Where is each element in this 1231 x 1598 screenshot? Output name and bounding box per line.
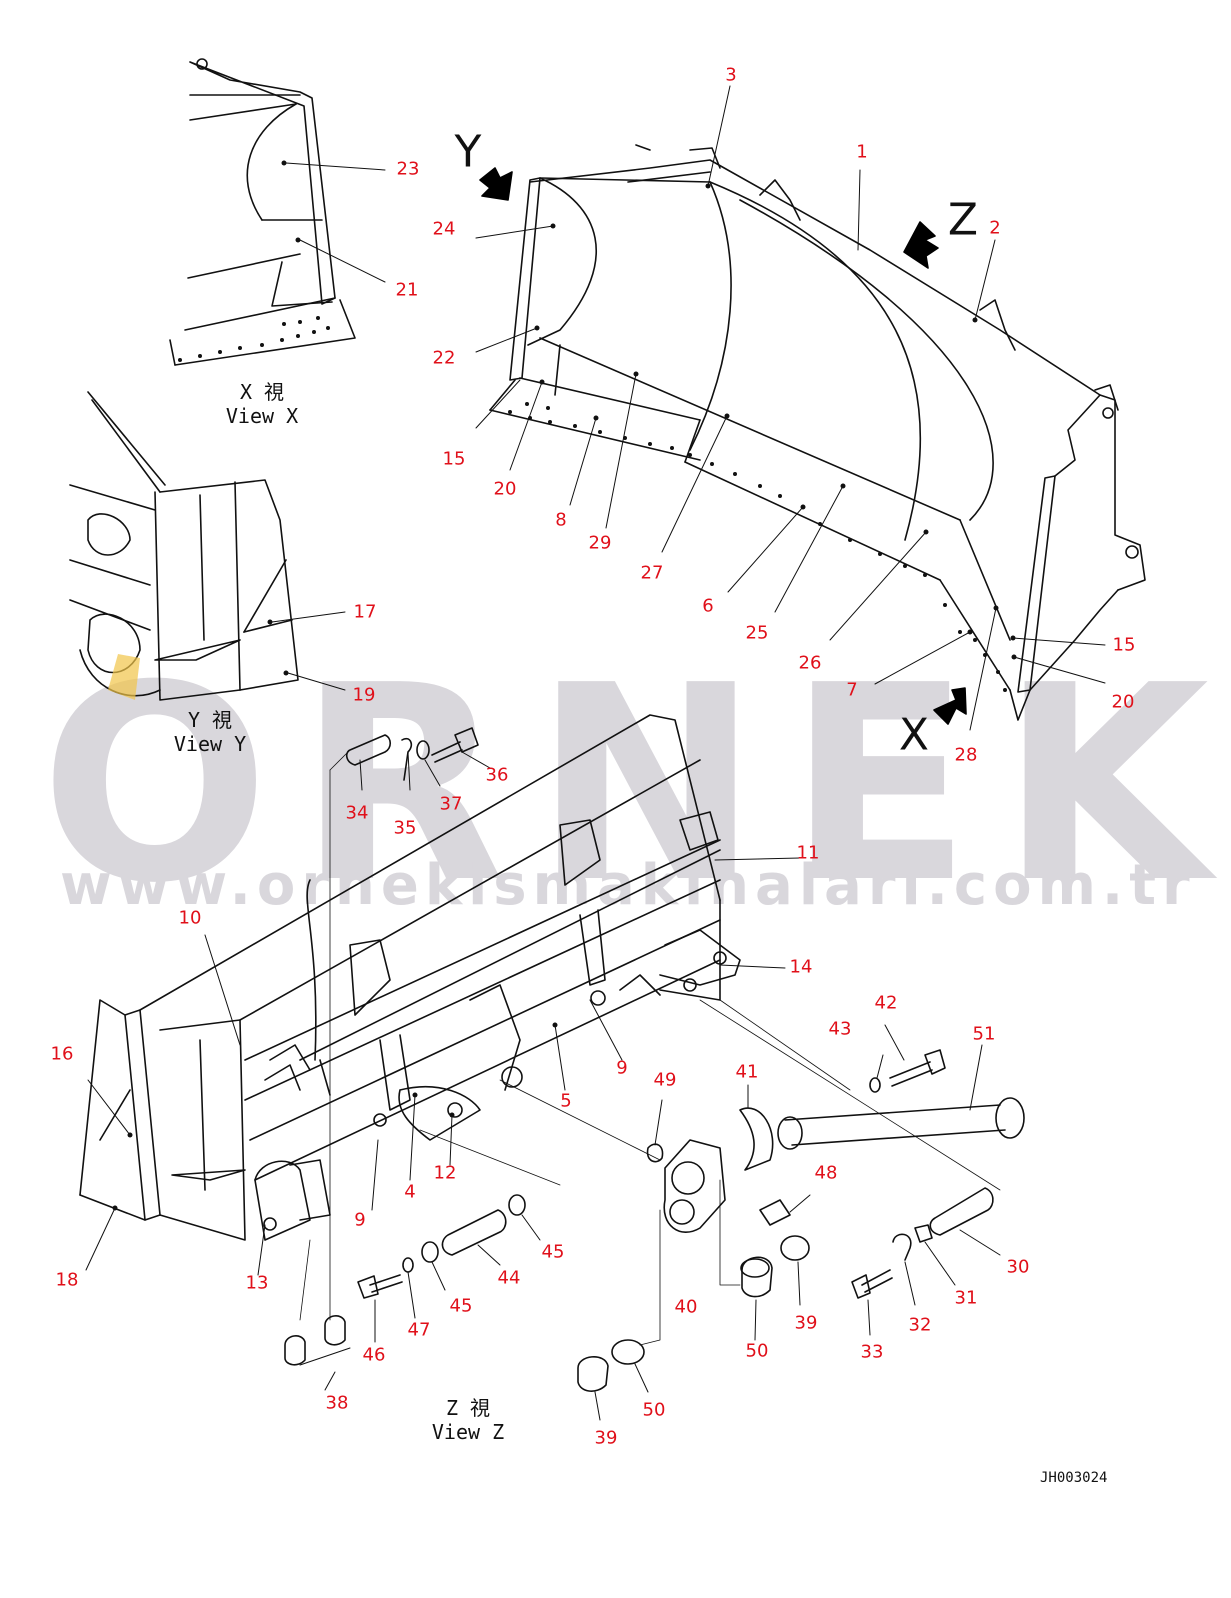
callout-50-bottom: 50 <box>642 1399 666 1421</box>
drawing-code: JH003024 <box>1040 1470 1108 1486</box>
callout-36: 36 <box>485 764 509 786</box>
view-z-kanji: Z 視 <box>445 1396 491 1420</box>
callout-21: 21 <box>395 279 419 301</box>
callout-15-right: 15 <box>1112 634 1136 656</box>
callout-1: 1 <box>856 141 868 163</box>
callout-24: 24 <box>432 218 456 240</box>
callout-23: 23 <box>396 158 420 180</box>
view-x-caption: X 視 View X <box>226 380 298 428</box>
callout-22: 22 <box>432 347 456 369</box>
callout-29: 29 <box>588 532 612 554</box>
view-y-title: View Y <box>173 732 247 756</box>
watermark-logo: ORNEK <box>40 627 1231 942</box>
view-y-kanji: Y 視 <box>187 708 233 732</box>
callout-39-bottom: 39 <box>594 1427 618 1449</box>
view-arrow-letter-z: Z <box>947 194 979 246</box>
watermark-url: www.ornekismakinalari.com.tr <box>60 853 1196 918</box>
callout-50-right: 50 <box>745 1340 769 1362</box>
callout-30: 30 <box>1006 1256 1030 1278</box>
callout-16: 16 <box>50 1043 74 1065</box>
view-x-detail <box>169 58 386 366</box>
callout-18: 18 <box>55 1269 79 1291</box>
callout-41: 41 <box>735 1061 759 1083</box>
view-x-title: View X <box>225 404 299 428</box>
view-y-detail <box>69 391 346 701</box>
callout-37: 37 <box>439 793 463 815</box>
view-arrow-letter-x: X <box>898 709 930 761</box>
callout-13: 13 <box>245 1272 269 1294</box>
callout-35: 35 <box>393 817 417 839</box>
loose-parts <box>284 727 1025 1421</box>
callout-6: 6 <box>702 595 714 617</box>
callout-46: 46 <box>362 1344 386 1366</box>
view-y-caption: Y 視 View Y <box>174 708 246 756</box>
callout-8: 8 <box>555 509 567 531</box>
callout-28: 28 <box>954 744 978 766</box>
callout-32: 32 <box>908 1314 932 1336</box>
callout-42: 42 <box>874 992 898 1014</box>
callout-17: 17 <box>353 601 377 623</box>
main-bucket <box>475 85 1146 731</box>
callout-11: 11 <box>796 842 820 864</box>
callout-20-left: 20 <box>493 478 517 500</box>
callout-31: 31 <box>954 1287 978 1309</box>
callout-7: 7 <box>846 679 858 701</box>
callout-45-left: 45 <box>449 1295 473 1317</box>
callout-45-right: 45 <box>541 1241 565 1263</box>
callout-2: 2 <box>989 217 1001 239</box>
callout-25: 25 <box>745 622 769 644</box>
view-z-assembly <box>79 714 1001 1346</box>
callout-38: 38 <box>325 1392 349 1414</box>
callout-9-lower: 9 <box>354 1209 366 1231</box>
callout-4: 4 <box>404 1181 416 1203</box>
callout-26: 26 <box>798 652 822 674</box>
view-arrow-letter-y: Y <box>454 126 482 178</box>
callout-27: 27 <box>640 562 664 584</box>
callout-10: 10 <box>178 907 202 929</box>
callout-51: 51 <box>972 1023 996 1045</box>
callout-15-left: 15 <box>442 448 466 470</box>
callout-3: 3 <box>725 64 737 86</box>
callout-49: 49 <box>653 1069 677 1091</box>
callout-20-right: 20 <box>1111 691 1135 713</box>
view-arrows <box>479 167 967 725</box>
callout-5: 5 <box>560 1090 572 1112</box>
callout-9-upper: 9 <box>616 1057 628 1079</box>
callout-43: 43 <box>828 1018 852 1040</box>
view-z-title: View Z <box>431 1420 505 1444</box>
callout-39-right: 39 <box>794 1312 818 1334</box>
callout-47: 47 <box>407 1319 431 1341</box>
callout-44: 44 <box>497 1267 521 1289</box>
callout-33: 33 <box>860 1341 884 1363</box>
callout-12: 12 <box>433 1162 457 1184</box>
callout-19: 19 <box>352 684 376 706</box>
view-x-kanji: X 視 <box>239 380 285 404</box>
callout-48: 48 <box>814 1162 838 1184</box>
callout-14: 14 <box>789 956 813 978</box>
callout-34: 34 <box>345 802 369 824</box>
view-z-caption: Z 視 View Z <box>432 1396 504 1444</box>
callout-40: 40 <box>674 1296 698 1318</box>
